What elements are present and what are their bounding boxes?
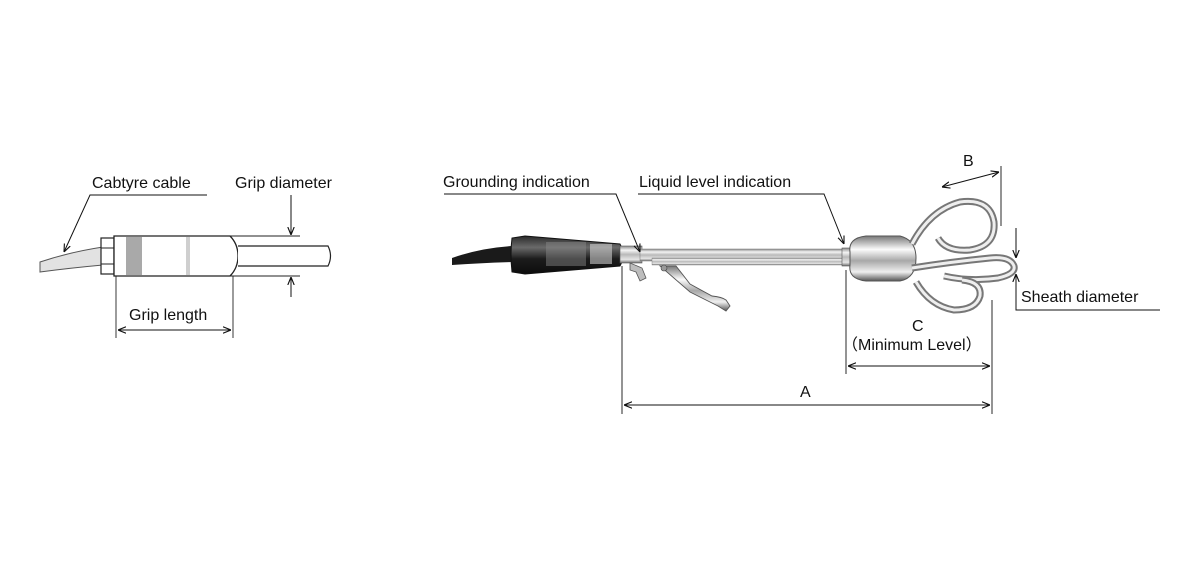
heater-head (849, 235, 917, 282)
grounding-indication-label: Grounding indication (443, 174, 590, 191)
dimension-b-arrow (942, 172, 999, 187)
heater-drawing (444, 166, 1160, 414)
grip-band-wide (126, 237, 142, 275)
grounding-clip (629, 262, 647, 282)
cable-nut (100, 237, 115, 275)
grip-length-label: Grip length (129, 307, 207, 324)
sheath-tube (238, 245, 332, 267)
dimension-c-label: C (912, 318, 924, 335)
dimension-b-label: B (963, 153, 974, 170)
dimension-a-label: A (800, 384, 811, 401)
grip-drawing (39, 194, 332, 338)
cabtyre-leader (64, 194, 207, 252)
hanging-hook (658, 265, 731, 312)
sheath-diameter-leader (1015, 294, 1160, 311)
power-cord (452, 246, 512, 265)
grounding-leader (444, 193, 640, 252)
grip-diameter-label: Grip diameter (235, 175, 333, 192)
heater-coil (908, 197, 1018, 314)
sheath-diameter-label: Sheath diameter (1021, 289, 1139, 306)
cabtyre-cable (39, 246, 104, 273)
liquid-level-indication-label: Liquid level indication (639, 174, 791, 191)
grip-band-narrow (186, 237, 190, 275)
cabtyre-cable-label: Cabtyre cable (92, 175, 191, 192)
liquid-level-leader (638, 193, 844, 244)
minimum-level-label: （Minimum Level） (842, 336, 982, 354)
